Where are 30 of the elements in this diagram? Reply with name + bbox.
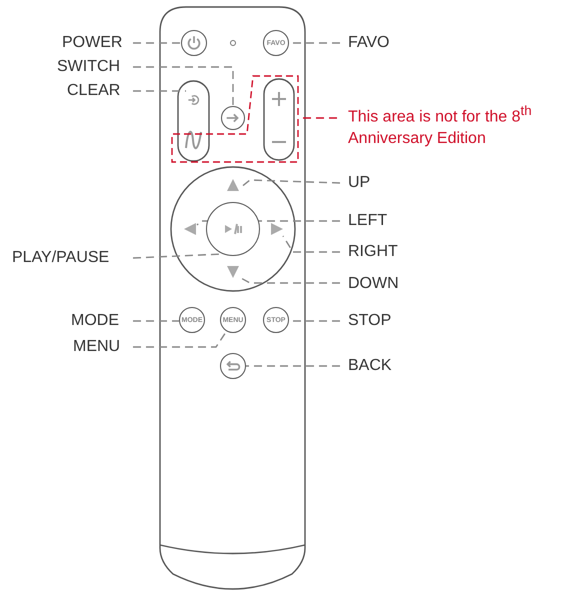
arrow-key <box>184 223 196 235</box>
callout-label: CLEAR <box>67 82 120 100</box>
leader-line <box>133 332 227 348</box>
remote-button <box>220 353 246 379</box>
remote-button <box>181 30 207 56</box>
callout-label: DOWN <box>348 275 399 293</box>
leader-line <box>133 90 186 92</box>
callout-label: STOP <box>348 312 392 330</box>
callout-label: LEFT <box>348 212 388 230</box>
callout-label: FAVO <box>348 34 390 52</box>
note-text: This area is not for the 8$^{th}$ Anniversary Edition <box>348 100 578 150</box>
leader-line <box>246 365 340 367</box>
callout-label: PLAY/PAUSE <box>12 249 110 267</box>
leader-line <box>282 236 340 253</box>
callout-label: MODE <box>71 312 119 330</box>
callout-label: RIGHT <box>348 243 398 261</box>
leader-line <box>133 66 234 106</box>
leader-line <box>133 42 181 44</box>
arrow-key <box>227 179 239 191</box>
callout-label: SWITCH <box>57 58 120 76</box>
leader-line <box>133 320 179 322</box>
leader-line <box>240 179 340 189</box>
callout-label: UP <box>348 174 370 192</box>
callout-label: POWER <box>62 34 122 52</box>
remote-button <box>206 202 260 256</box>
callout-label: BACK <box>348 357 392 375</box>
callout-label: MENU <box>73 338 120 356</box>
arrow-key <box>227 266 239 278</box>
marked-area <box>170 74 300 164</box>
arrow-key <box>271 223 283 235</box>
